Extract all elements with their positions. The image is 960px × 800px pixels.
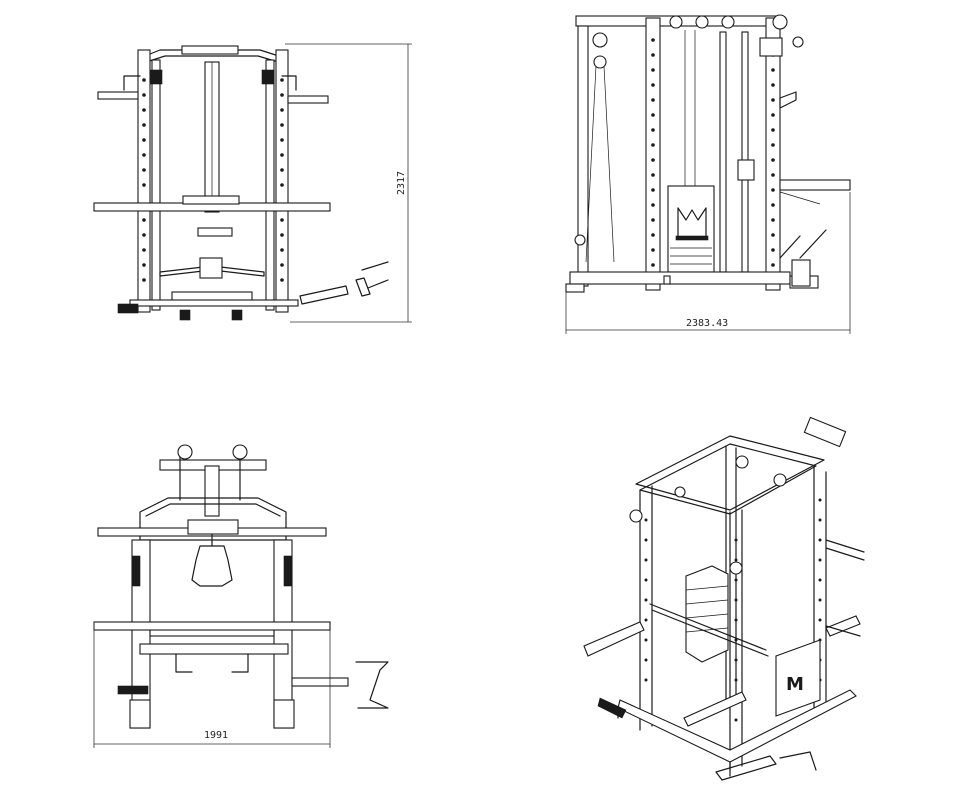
top-plan-view: 1991	[0, 400, 480, 800]
depth-dimension: 1991	[204, 730, 228, 741]
side-elevation-view: 2383.43	[480, 0, 960, 340]
width-dimension: 2383.43	[686, 318, 728, 329]
height-dimension: 2317	[396, 171, 407, 195]
logo-mark: M	[786, 674, 804, 695]
front-elevation-view: 2317	[0, 0, 480, 340]
isometric-view: M	[480, 400, 960, 800]
